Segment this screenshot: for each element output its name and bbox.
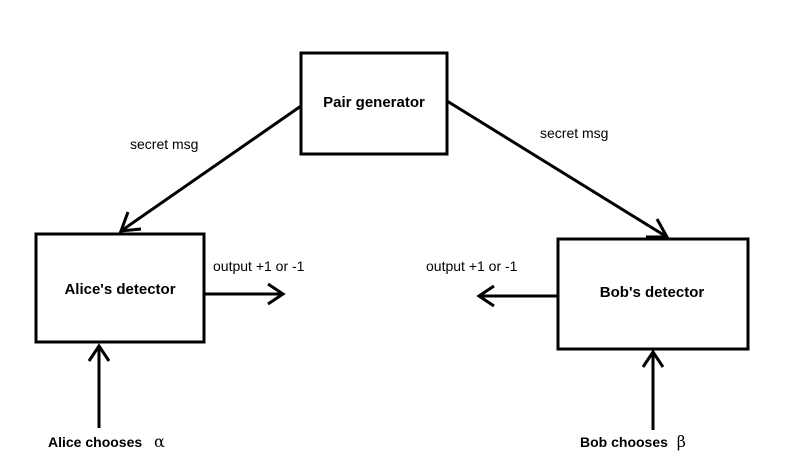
generator-to-bob-label: secret msg: [540, 125, 608, 141]
beta-symbol: β: [677, 432, 686, 451]
bob-output-label: output +1 or -1: [426, 258, 518, 274]
bob-choice-label: Bob chooses: [580, 434, 668, 450]
bob-detector-label: Bob's detector: [600, 284, 705, 301]
alice-output-arrow: [204, 282, 286, 306]
bob-detector-node: Bob's detector: [556, 237, 750, 351]
alice-detector-node: Alice's detector: [34, 232, 206, 344]
alice-input-arrow: [87, 343, 111, 428]
bob-input-arrow: [641, 349, 665, 430]
generator-to-alice-arrow: [118, 104, 302, 233]
alice-choice-text: Alice chooses α: [48, 432, 165, 451]
alice-output-label: output +1 or -1: [213, 258, 305, 274]
generator-to-alice-label: secret msg: [130, 136, 198, 152]
bob-output-arrow: [476, 284, 558, 308]
alice-detector-label: Alice's detector: [64, 281, 175, 298]
bob-choice-text: Bob chooses β: [580, 432, 686, 451]
generator-to-bob-arrow: [446, 99, 670, 239]
pair-generator-node: Pair generator: [299, 51, 449, 156]
alice-choice-label: Alice chooses: [48, 434, 142, 450]
pair-generator-label: Pair generator: [323, 94, 425, 111]
alpha-symbol: α: [154, 432, 165, 451]
